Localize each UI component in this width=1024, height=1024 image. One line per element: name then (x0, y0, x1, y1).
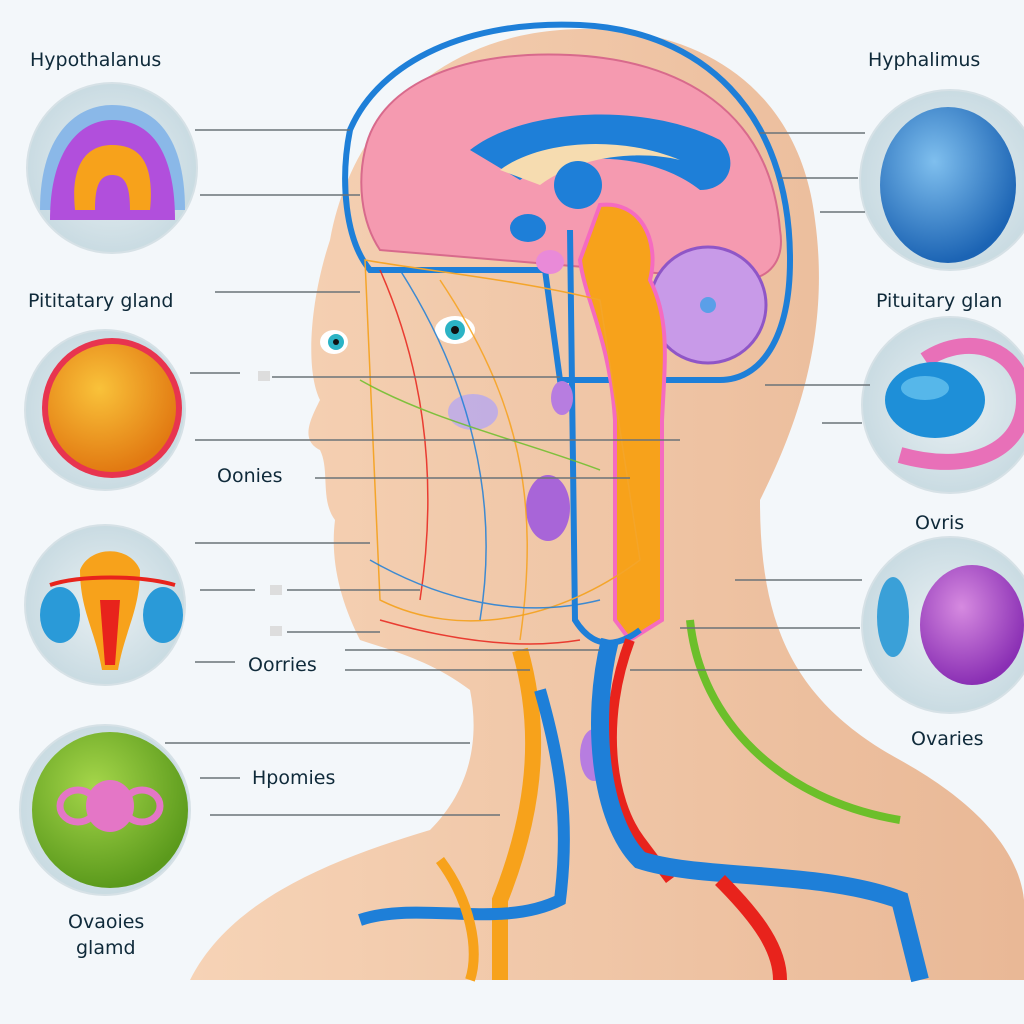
ovaries-inset (861, 536, 1024, 714)
head-illustration (190, 21, 1024, 983)
label-ovaoies: Ovaoies (68, 911, 144, 933)
green-gland-inset (19, 724, 191, 896)
label-glamd: glamd (76, 937, 136, 959)
spinal-cord (577, 202, 667, 643)
hypothalamus-inset (26, 82, 198, 254)
pituitary-gland (554, 161, 602, 209)
label-ovaries: Ovaries (911, 728, 984, 750)
label-hyphalimus: Hyphalimus (868, 49, 980, 71)
blue-gland-inset (859, 89, 1024, 271)
leader-lines (165, 129, 870, 816)
label-oonies: Oonies (217, 465, 283, 487)
uterus-inset (24, 524, 186, 686)
label-ovris: Ovris (915, 512, 964, 534)
label-hypothalanus: Hypothalanus (30, 49, 161, 71)
pituitary-inset-orange (24, 329, 186, 491)
label-pituitary-glan: Pituitary glan (876, 290, 1002, 312)
label-pititatary-gland: Pititatary gland (28, 290, 173, 312)
pituitary-inset-blue (861, 316, 1024, 494)
label-oorries: Oorries (248, 654, 317, 676)
label-hpomies: Hpomies (252, 767, 335, 789)
